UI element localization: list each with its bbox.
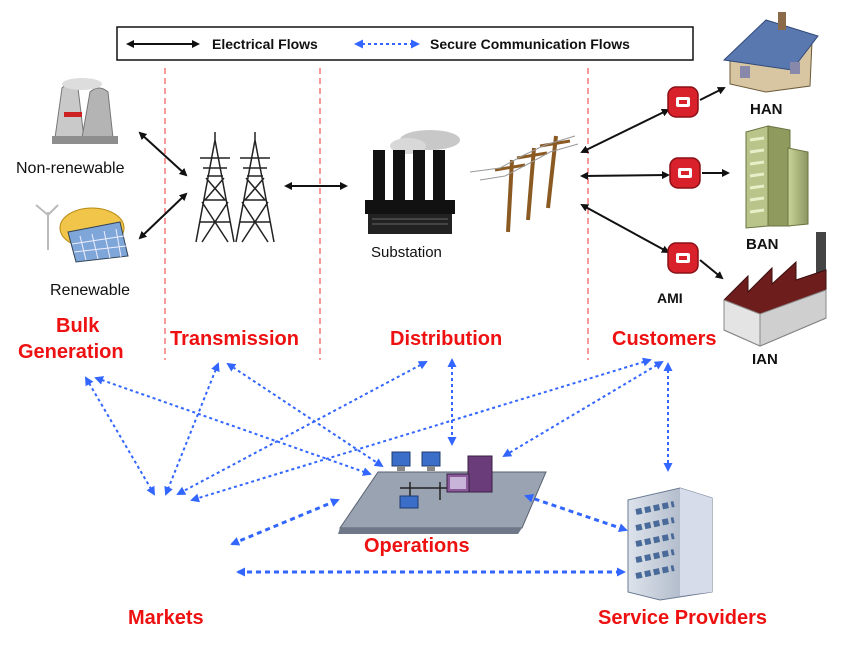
bulk-generation-label-line2: Generation [18, 341, 124, 363]
ian-label: IAN [752, 351, 778, 368]
operations-label: Operations [364, 535, 470, 557]
substation-label: Substation [371, 244, 442, 261]
non-renewable-label: Non-renewable [16, 160, 125, 177]
operations-center-icon [338, 451, 547, 534]
comm-flow-markets-operations [230, 498, 340, 546]
meter-icon [667, 242, 699, 274]
comm-flow-customers-operations [502, 360, 664, 458]
electrical-flow-renewable-transmission [138, 192, 188, 240]
substation-icon [365, 130, 460, 234]
ami-label: AMI [657, 290, 683, 306]
building-icon [745, 125, 809, 229]
service-providers-label: Service Providers [598, 607, 767, 629]
electrical-flow-poles-ban [580, 171, 670, 180]
house-icon [722, 12, 819, 93]
communication-flows-thick [230, 493, 628, 577]
utility-pole-icon [469, 135, 579, 233]
meter-icon [669, 157, 701, 189]
electrical-flow-nonrenewable-transmission [138, 131, 188, 177]
distribution-label: Distribution [390, 328, 502, 350]
electrical-flow-meter-ian [699, 259, 724, 280]
power-plant-icon [52, 78, 118, 144]
bulk-generation-label-line1: Bulk [56, 315, 100, 337]
ban-label: BAN [746, 236, 779, 253]
communication-flows [84, 357, 673, 503]
comm-flow-operations-service-providers [524, 493, 628, 533]
transmission-label: Transmission [170, 328, 299, 350]
renewable-icon [35, 204, 129, 263]
office-tower-icon [627, 487, 713, 601]
markets-label: Markets [128, 607, 204, 629]
legend-communication-label: Secure Communication Flows [430, 36, 630, 52]
legend: Electrical Flows Secure Communication Fl… [116, 26, 694, 61]
renewable-label: Renewable [50, 282, 130, 299]
comm-flow-transmission-operations [226, 362, 384, 468]
han-label: HAN [750, 101, 783, 118]
legend-electrical-label: Electrical Flows [212, 36, 318, 52]
electrical-flow-poles-han [580, 109, 670, 153]
meter-icon [667, 86, 699, 118]
electrical-flow-poles-ian [580, 204, 670, 253]
electrical-flow-meter-han [699, 87, 726, 101]
tower-icon [195, 132, 275, 243]
factory-icon [723, 232, 827, 347]
comm-flow-transmission-markets [164, 362, 220, 496]
customers-label: Customers [612, 328, 716, 350]
comm-flow-bulk-operations [94, 376, 372, 476]
